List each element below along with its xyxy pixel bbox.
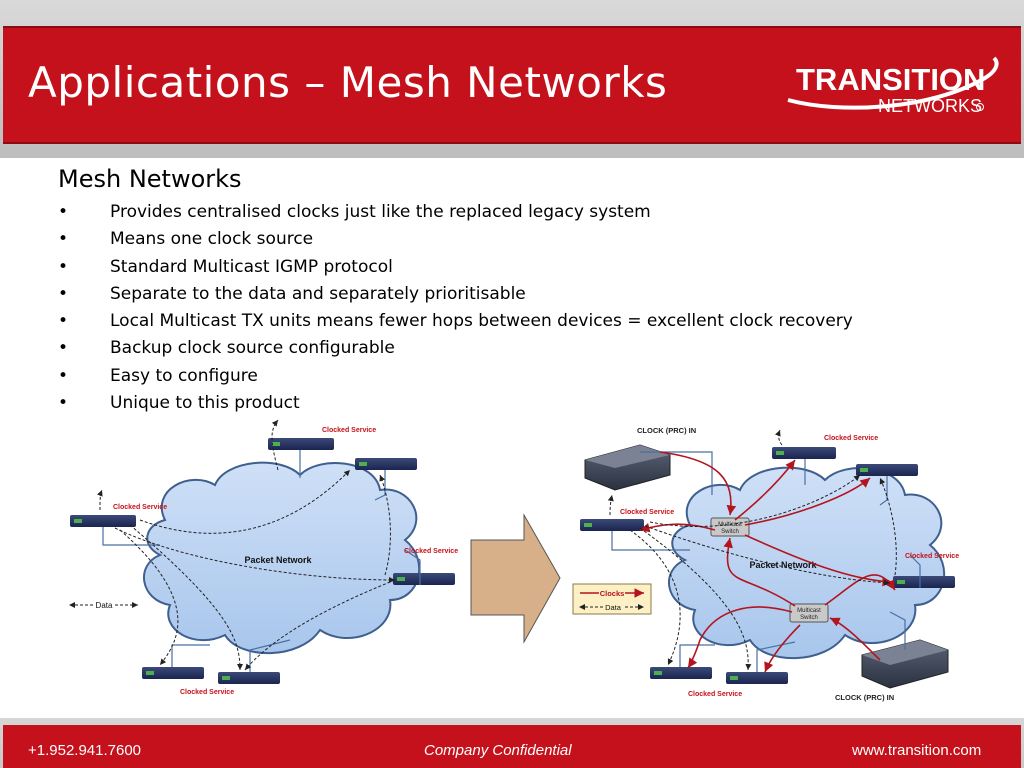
clock-source-device: [584, 444, 671, 491]
bullet-text: Local Multicast TX units means fewer hop…: [110, 311, 853, 332]
clock-in-label: CLOCK (PRC) IN: [835, 693, 894, 702]
title-bar: [3, 26, 1021, 144]
network-device: [856, 464, 918, 476]
bullet-marker: •: [58, 365, 69, 386]
slide-title: Applications – Mesh Networks: [28, 58, 668, 107]
bullet-text: Backup clock source configurable: [110, 338, 395, 359]
bullet-marker: •: [58, 256, 69, 277]
logo-word-networks: NETWORKS: [878, 96, 982, 116]
switch-label-line2: Switch: [721, 529, 739, 535]
registered-icon: [976, 103, 984, 111]
switch-label-line2: Switch: [800, 615, 818, 621]
bullet-text: Means one clock source: [110, 229, 314, 250]
legend-box: Clocks Data: [572, 583, 652, 615]
clock-in-label: CLOCK (PRC) IN: [637, 426, 696, 435]
service-label: Clocked Service: [404, 548, 458, 555]
data-flow-arrows: [607, 429, 897, 671]
switch-label-line1: Multicast: [718, 522, 742, 528]
bullet-marker: •: [58, 393, 69, 414]
network-device: [393, 573, 455, 585]
bullet-text: Separate to the data and separately prio…: [110, 283, 526, 304]
legend-clocks-label: Clocks: [600, 589, 625, 598]
network-device: [268, 438, 334, 450]
cloud-label: Packet Network: [244, 555, 312, 565]
legend-data: Data: [69, 599, 138, 610]
network-device: [650, 667, 712, 679]
legend-data-label: Data: [96, 601, 113, 610]
network-device: [893, 576, 955, 588]
multicast-switch: Multicast Switch: [710, 517, 750, 537]
footer-confidential: Company Confidential: [424, 742, 572, 759]
bullet-marker: •: [58, 283, 69, 304]
right-diagram: Packet Network CLOCK (PRC) IN CLOCK (PRC…: [572, 426, 959, 702]
network-device: [142, 667, 204, 679]
footer-phone: +1.952.941.7600: [28, 742, 142, 759]
bullet-text: Easy to configure: [110, 365, 258, 386]
network-device: [726, 672, 788, 684]
service-label: Clocked Service: [620, 509, 674, 516]
bullet-marker: •: [58, 229, 69, 250]
service-label: Clocked Service: [824, 435, 878, 442]
transition-networks-logo: TRANSITION NETWORKS: [787, 56, 999, 116]
bullet-marker: •: [58, 202, 69, 222]
data-flow-arrows: [96, 419, 396, 671]
service-label: Clocked Service: [905, 553, 959, 560]
legend-data-label: Data: [605, 603, 622, 612]
service-label: Clocked Service: [688, 691, 742, 698]
service-label: Clocked Service: [113, 504, 167, 511]
network-device: [580, 519, 644, 531]
section-heading: Mesh Networks: [58, 165, 242, 193]
bullet-text: Standard Multicast IGMP protocol: [110, 256, 393, 277]
bullet-text: Provides centralised clocks just like th…: [110, 202, 651, 222]
footer-website[interactable]: www.transition.com: [852, 742, 982, 759]
cloud-label: Packet Network: [749, 560, 817, 570]
bullet-text: Unique to this product: [110, 393, 300, 414]
multicast-switch: Multicast Switch: [789, 603, 829, 623]
network-device: [355, 458, 417, 470]
switch-label-line1: Multicast: [797, 608, 821, 614]
service-label: Clocked Service: [180, 689, 234, 696]
service-label: Clocked Service: [322, 427, 376, 434]
bullet-marker: •: [58, 311, 69, 332]
network-diagram: Packet Network Cl: [69, 419, 959, 702]
transition-arrow: [470, 513, 561, 644]
logo-word-transition: TRANSITION: [796, 62, 985, 97]
network-device: [772, 447, 836, 459]
footer-bar: [3, 725, 1021, 768]
network-device: [70, 515, 136, 527]
network-device: [218, 672, 280, 684]
left-diagram: Packet Network Cl: [69, 419, 458, 696]
clock-source-device: [861, 639, 949, 689]
bullet-marker: •: [58, 338, 69, 359]
